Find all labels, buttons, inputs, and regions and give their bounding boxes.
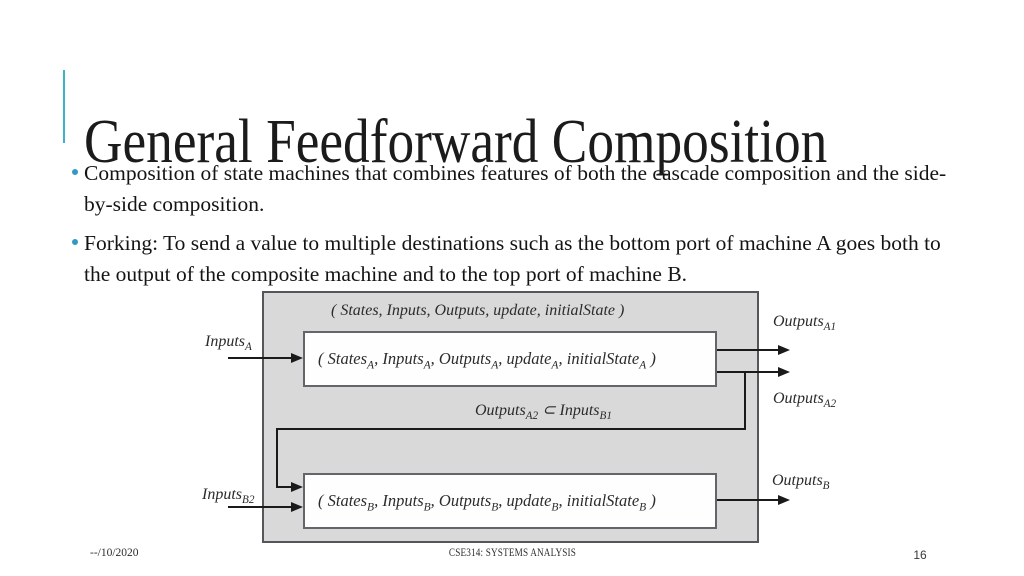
outputs-a2-arrow-line (717, 371, 779, 373)
feedforward-entry-line (276, 486, 292, 488)
outputs-a1-label: OutputsA1 (773, 313, 837, 334)
feedforward-down-vline (276, 428, 278, 488)
outputs-a2-label: OutputsA2 (773, 390, 837, 411)
constraint-label: OutputsA2 ⊂ InputsB1 (475, 402, 612, 423)
outputs-a2-arrowhead-icon (778, 367, 790, 377)
footer-date: --/10/2020 (90, 547, 139, 559)
inputs-b2-arrowhead-icon (291, 502, 303, 512)
bullet-dot-icon (72, 239, 78, 245)
outputs-b-arrowhead-icon (778, 495, 790, 505)
feedforward-arrowhead-icon (291, 482, 303, 492)
machine-a-box: ( StatesA, InputsA, OutputsA, updateA, i… (303, 331, 717, 387)
page-title-text: General Feedforward Composition (84, 107, 828, 176)
inputs-a-label: InputsA (205, 333, 252, 354)
bullet-item-2: Forking: To send a value to multiple des… (72, 228, 964, 290)
page-title: General Feedforward Composition (84, 107, 948, 176)
feedforward-hline (276, 428, 746, 430)
outputs-a1-arrowhead-icon (778, 345, 790, 355)
outputs-a1-arrow-line (717, 349, 779, 351)
title-accent-bar (63, 70, 65, 143)
inputs-b2-label: InputsB2 (202, 486, 255, 507)
outputs-b-arrow-line (717, 499, 779, 501)
machine-b-box: ( StatesB, InputsB, OutputsB, updateB, i… (303, 473, 717, 529)
footer-course-title: CSE314: SYSTEMS ANALYSIS (0, 547, 1024, 559)
bullet-dot-icon (72, 169, 78, 175)
machine-b-tuple-label: ( StatesB, InputsB, OutputsB, updateB, i… (318, 491, 656, 514)
inputs-a-arrow-line (228, 357, 292, 359)
footer-course-text: CSE314: SYSTEMS ANALYSIS (448, 547, 576, 559)
slide-number: 16 (913, 548, 927, 562)
inputs-a-arrowhead-icon (291, 353, 303, 363)
bullet-item-1: Composition of state machines that combi… (72, 158, 964, 220)
outputs-b-label: OutputsB (772, 472, 830, 493)
bullet-text-1: Composition of state machines that combi… (84, 161, 947, 216)
feedforward-tap-vline (744, 372, 746, 430)
composite-tuple-label: ( States, Inputs, Outputs, update, initi… (331, 302, 625, 319)
inputs-b2-arrow-line (228, 506, 292, 508)
machine-a-tuple-label: ( StatesA, InputsA, OutputsA, updateA, i… (318, 349, 656, 372)
bullet-text-2: Forking: To send a value to multiple des… (84, 231, 941, 286)
